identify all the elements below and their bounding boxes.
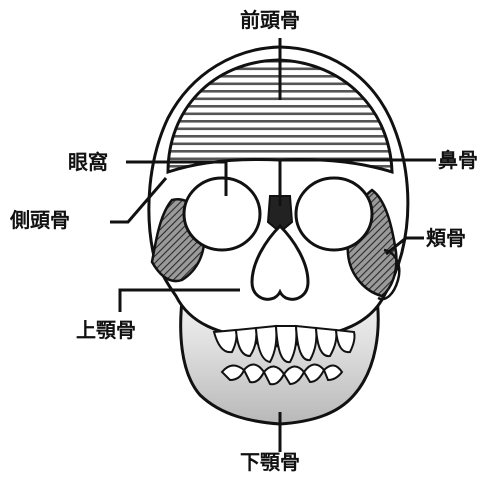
- label-mandible: 下顎骨: [240, 452, 300, 472]
- label-temporal: 側頭骨: [10, 210, 70, 230]
- label-nasal: 鼻骨: [438, 150, 478, 170]
- label-zygomatic: 頬骨: [426, 228, 466, 248]
- label-orbit: 眼窩: [68, 152, 108, 172]
- label-frontal: 前頭骨: [240, 10, 300, 30]
- label-maxilla: 上顎骨: [76, 320, 136, 340]
- right-orbit: [296, 178, 372, 250]
- left-orbit: [184, 178, 260, 250]
